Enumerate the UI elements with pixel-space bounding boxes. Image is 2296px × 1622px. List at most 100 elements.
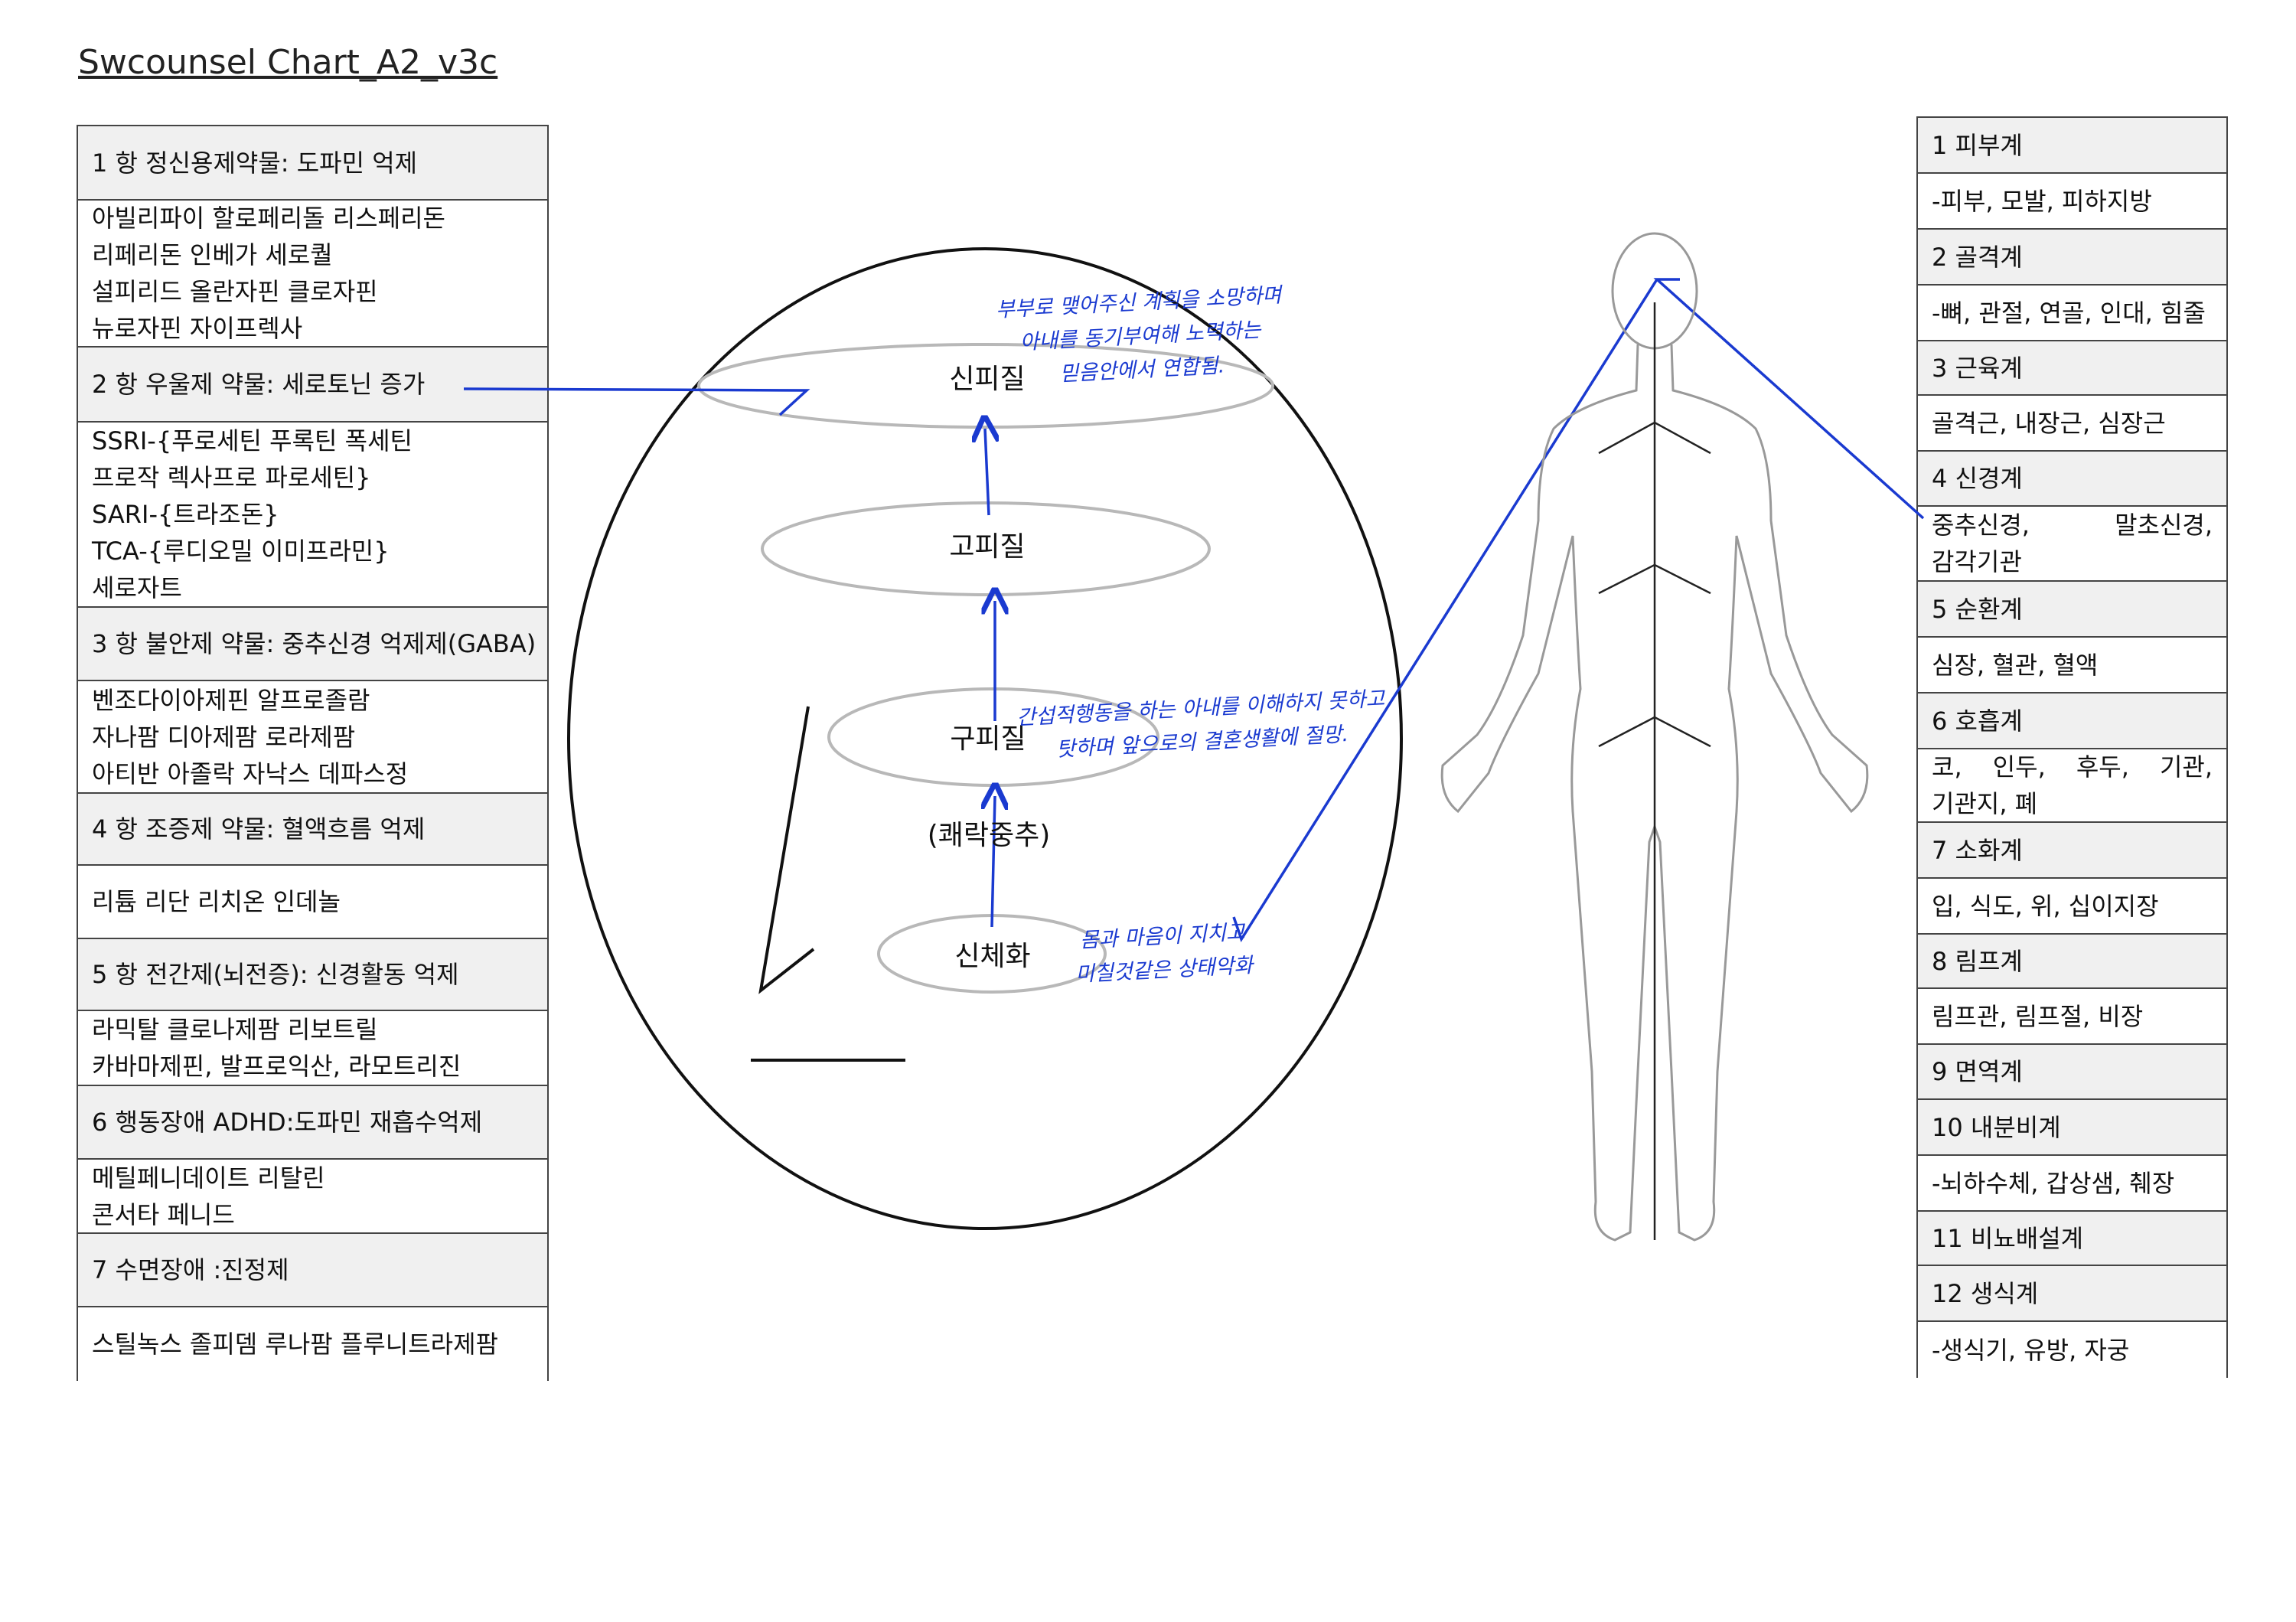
body-system-detail: 골격근, 내장근, 심장근 — [1918, 396, 2226, 452]
drug-class-header: 4 항 조증제 약물: 혈액흐름 억제 — [78, 794, 547, 866]
body-system-label: 11 비뇨배설계 — [1932, 1223, 2084, 1253]
body-system-label: 3 근육계 — [1932, 353, 2023, 383]
connector-line-somatization — [1232, 279, 1658, 943]
body-system-detail-line: 골격근, 내장근, 심장근 — [1932, 408, 2166, 438]
body-system-label: 8 림프계 — [1932, 946, 2023, 976]
body-system-detail: -피부, 모발, 피하지방 — [1918, 174, 2226, 230]
label-pleasure-center: (쾌락중추) — [927, 820, 1051, 851]
body-system-label: 6 호흡계 — [1932, 706, 2023, 736]
drug-list-line: SARI-{트라조돈} — [92, 500, 279, 529]
body-system-detail-line: 심장, 혈관, 혈액 — [1932, 650, 2099, 680]
drug-class-label: 4 항 조증제 약물: 혈액흐름 억제 — [92, 814, 426, 844]
drug-list-line: 세로자트 — [92, 573, 182, 602]
body-system-detail: 코,인두,후두,기관, 기관지, 폐 — [1918, 749, 2226, 823]
drug-list-line: 리페리돈 인베가 세로퀄 — [92, 240, 333, 269]
detail-word: 기관, — [2159, 752, 2213, 782]
body-system-detail-line: -뇌하수체, 갑상샘, 췌장 — [1932, 1168, 2175, 1198]
drug-class-header: 6 행동장애 ADHD:도파민 재흡수억제 — [78, 1086, 547, 1160]
drug-list-line: 라믹탈 클로나제팜 리보트릴 — [92, 1015, 378, 1044]
body-system-detail-line: -피부, 모발, 피하지방 — [1932, 186, 2152, 216]
drug-list: 리튬 리단 리치온 인데놀 — [78, 866, 547, 939]
drug-class-header: 2 항 우울제 약물: 세로토닌 증가 — [78, 348, 547, 423]
body-system-detail: -뇌하수체, 갑상샘, 췌장 — [1918, 1156, 2226, 1212]
body-system-header: 4 신경계 — [1918, 452, 2226, 507]
document-title: Swcounsel Chart_A2_v3c — [78, 43, 498, 82]
drug-class-label: 2 항 우울제 약물: 세로토닌 증가 — [92, 370, 426, 399]
body-system-label: 7 소화계 — [1932, 835, 2023, 865]
body-system-label: 4 신경계 — [1932, 464, 2023, 493]
body-system-detail-line: 림프관, 림프절, 비장 — [1932, 1001, 2144, 1031]
body-system-label: 2 골격계 — [1932, 242, 2023, 272]
drug-list-line: 리튬 리단 리치온 인데놀 — [92, 887, 341, 916]
connector-line-antidepressant — [463, 387, 810, 416]
body-system-header: 1 피부계 — [1918, 118, 2226, 174]
drug-list-line: TCA-{루디오밀 이미프라민} — [92, 537, 390, 566]
body-system-detail: 림프관, 림프절, 비장 — [1918, 989, 2226, 1045]
body-system-detail-line: -뼈, 관절, 연골, 인대, 힘줄 — [1932, 298, 2206, 328]
detail-word: 말초신경, — [2115, 511, 2213, 540]
drug-class-header: 3 항 불안제 약물: 중추신경 억제제(GABA) — [78, 608, 547, 681]
label-paleocortex: 고피질 — [949, 531, 1026, 563]
body-system-detail-line: 중추신경, 말초신경, — [1932, 507, 2213, 543]
black-stroke — [758, 706, 815, 994]
body-system-label: 9 면역계 — [1932, 1057, 2023, 1086]
drug-list-line: 자나팜 디아제팜 로라제팜 — [92, 722, 356, 752]
drug-list-line: 프로작 렉사프로 파로세틴} — [92, 463, 371, 492]
body-system-detail-line: -생식기, 유방, 자궁 — [1932, 1335, 2130, 1365]
body-system-header: 8 림프계 — [1918, 935, 2226, 989]
body-system-label: 5 순환계 — [1932, 594, 2023, 624]
body-system-detail-line: 기관지, 폐 — [1932, 789, 2038, 818]
drug-list-line: 메틸페니데이트 리탈린 — [92, 1163, 325, 1193]
handwritten-note-somatization: 몸과 마음이 지치고 미칠것같은 상태악화 — [1073, 915, 1254, 992]
body-system-detail-line: 코,인두,후두,기관, — [1932, 749, 2213, 785]
label-neocortex: 신피질 — [949, 364, 1026, 395]
label-archicortex: 구피질 — [950, 723, 1026, 755]
body-system-detail: -생식기, 유방, 자궁 — [1918, 1322, 2226, 1378]
drug-class-label: 6 행동장애 ADHD:도파민 재흡수억제 — [92, 1108, 483, 1137]
spine-diagram — [1598, 302, 1711, 1240]
body-system-detail-line: 입, 식도, 위, 십이지장 — [1932, 891, 2159, 921]
drug-list-line: SSRI-{푸로세틴 푸록틴 폭세틴 — [92, 426, 413, 455]
drug-class-label: 1 항 정신용제약물: 도파민 억제 — [92, 148, 418, 178]
drug-class-label: 7 수면장애 :진정제 — [92, 1255, 289, 1284]
body-system-header: 3 근육계 — [1918, 341, 2226, 396]
drug-list: 스틸녹스 졸피뎀 루나팜 플루니트라제팜 — [78, 1307, 547, 1381]
detail-word: 인두, — [1992, 752, 2046, 782]
drug-class-header: 7 수면장애 :진정제 — [78, 1234, 547, 1307]
drug-class-label: 3 항 불안제 약물: 중추신경 억제제(GABA) — [92, 629, 536, 658]
detail-word: 중추신경, — [1932, 511, 2030, 540]
drug-list-line: 설피리드 올란자핀 클로자핀 — [92, 277, 378, 306]
body-system-detail: 입, 식도, 위, 십이지장 — [1918, 879, 2226, 935]
body-systems-table: 1 피부계 -피부, 모발, 피하지방 2 골격계 -뼈, 관절, 연골, 인대, 힘… — [1916, 116, 2228, 1378]
body-system-detail: -뼈, 관절, 연골, 인대, 힘줄 — [1918, 286, 2226, 341]
body-system-header: 9 면역계 — [1918, 1045, 2226, 1100]
arrow-up-3 — [992, 796, 995, 928]
body-system-header: 12 생식계 — [1918, 1266, 2226, 1322]
drug-class-header: 1 항 정신용제약물: 도파민 억제 — [78, 126, 547, 201]
drug-class-header: 5 항 전간제(뇌전증): 신경활동 억제 — [78, 939, 547, 1011]
drug-list-line: 스틸녹스 졸피뎀 루나팜 플루니트라제팜 — [92, 1330, 498, 1359]
body-system-label: 10 내분비계 — [1932, 1112, 2061, 1142]
drug-list-line: 아빌리파이 할로페리돌 리스페리돈 — [92, 204, 445, 233]
body-system-detail: 심장, 혈관, 혈액 — [1918, 638, 2226, 694]
body-system-header: 10 내분비계 — [1918, 1100, 2226, 1156]
body-system-label: 1 피부계 — [1932, 130, 2023, 160]
connector-line-nervous — [1653, 278, 1925, 520]
body-system-header: 6 호흡계 — [1918, 694, 2226, 749]
label-somatization: 신체화 — [954, 941, 1031, 972]
drug-list-line: 벤조다이아제핀 알프로졸람 — [92, 685, 370, 715]
body-system-detail: 중추신경, 말초신경, 감각기관 — [1918, 507, 2226, 582]
drug-class-label: 5 항 전간제(뇌전증): 신경활동 억제 — [92, 960, 459, 989]
body-system-header: 2 골격계 — [1918, 230, 2226, 286]
body-system-detail-line: 감각기관 — [1932, 547, 2022, 576]
drug-list-line: 콘서타 페니드 — [92, 1199, 235, 1229]
body-system-header: 11 비뇨배설계 — [1918, 1212, 2226, 1266]
arrow-up-1 — [985, 429, 989, 516]
